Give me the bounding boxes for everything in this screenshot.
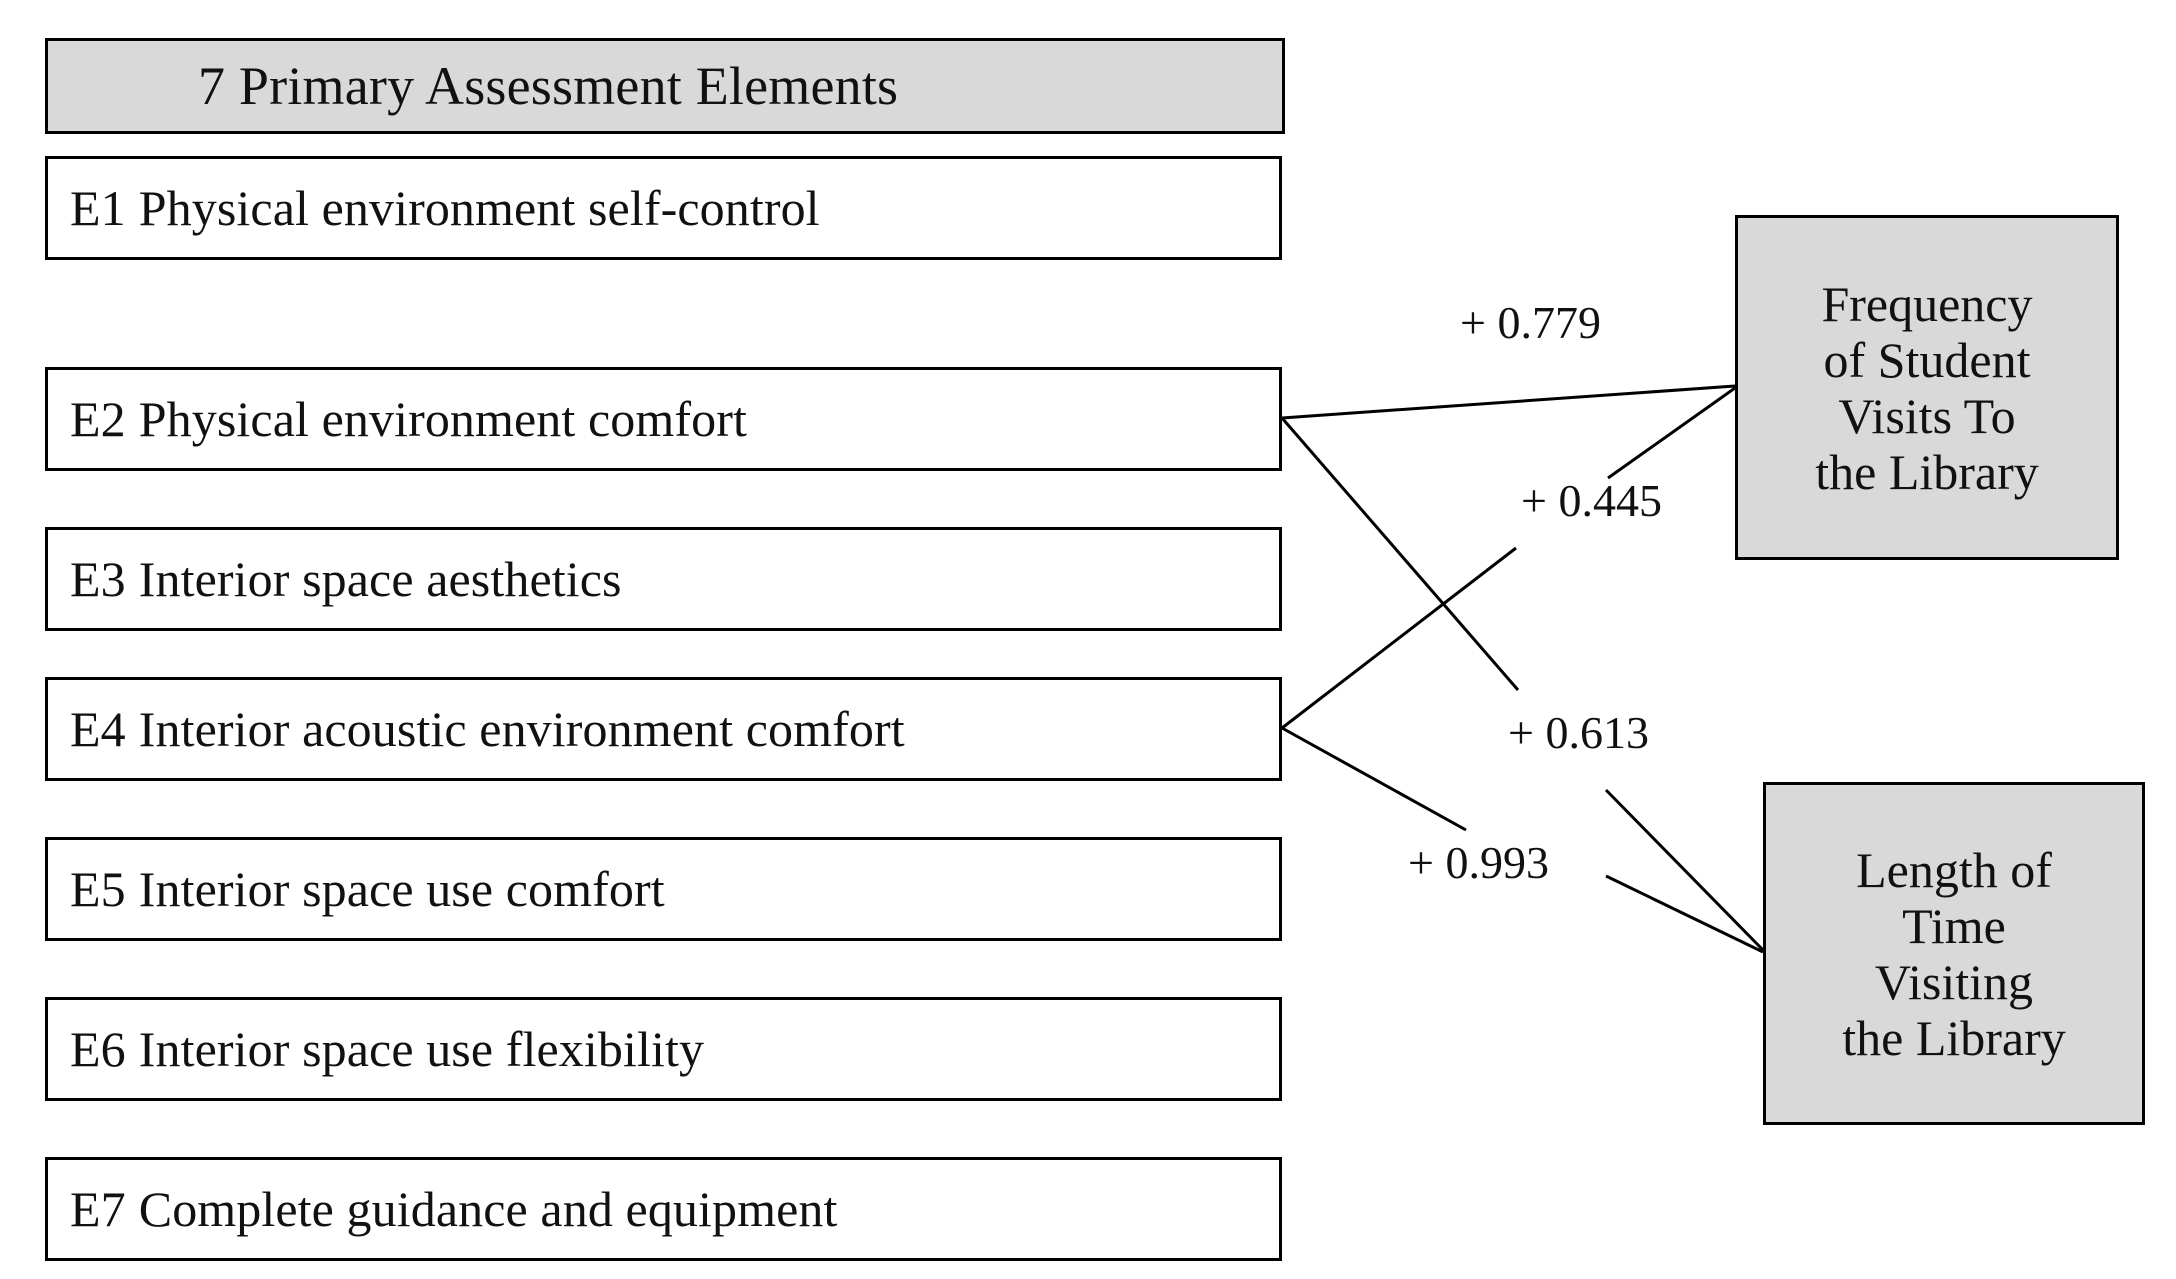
outcome-length-line-1: Length of (1856, 841, 2052, 898)
edge-e4-frequency-seg1 (1281, 546, 1517, 730)
element-code-e1: E1 (70, 180, 126, 236)
edge-e4-frequency-seg2 (1607, 386, 1736, 480)
element-code-e4: E4 (70, 701, 126, 757)
element-code-e7: E7 (70, 1181, 126, 1237)
edge-coefficient-e4-length: + 0.993 (1408, 837, 1549, 888)
element-text-e4: Interior acoustic environment comfort (138, 701, 905, 757)
outcome-length-line-2: Time (1902, 897, 2006, 954)
header-box: 7 Primary Assessment Elements (45, 38, 1285, 134)
outcome-box-length[interactable]: Length of Time Visiting the Library (1763, 782, 2145, 1125)
element-text-e2: Physical environment comfort (138, 391, 747, 447)
element-text-e5: Interior space use comfort (138, 861, 665, 917)
element-text-e7: Complete guidance and equipment (138, 1181, 838, 1237)
element-code-e6: E6 (70, 1021, 126, 1077)
edge-e2-length-seg1 (1280, 417, 1520, 691)
outcome-frequency-line-1: Frequency (1821, 275, 2033, 332)
element-text-e3: Interior space aesthetics (138, 551, 622, 607)
edge-coefficient-e2-length: + 0.613 (1508, 707, 1649, 758)
element-code-e3: E3 (70, 551, 126, 607)
element-text-e6: Interior space use flexibility (138, 1021, 705, 1077)
edge-coefficient-e4-frequency: + 0.445 (1521, 475, 1662, 526)
edge-e4-length-seg2 (1605, 874, 1764, 954)
outcome-length-line-3: Visiting (1874, 953, 2034, 1010)
outcome-length-line-4: the Library (1842, 1009, 2066, 1066)
outcome-frequency-line-4: the Library (1815, 443, 2039, 500)
edge-e2-length-seg2 (1604, 788, 1765, 952)
outcome-frequency-line-2: of Student (1823, 331, 2031, 388)
element-code-e5: E5 (70, 861, 126, 917)
edge-e4-length-seg1 (1281, 726, 1467, 832)
outcome-frequency-line-3: Visits To (1838, 387, 2016, 444)
element-code-e2: E2 (70, 391, 126, 447)
header-title: 7 Primary Assessment Elements (198, 56, 899, 116)
outcome-box-frequency[interactable]: Frequency of Student Visits To the Libra… (1735, 215, 2119, 560)
edge-e2-frequency (1281, 384, 1736, 420)
edge-coefficient-e2-frequency: + 0.779 (1460, 297, 1601, 348)
element-text-e1: Physical environment self-control (138, 180, 820, 236)
